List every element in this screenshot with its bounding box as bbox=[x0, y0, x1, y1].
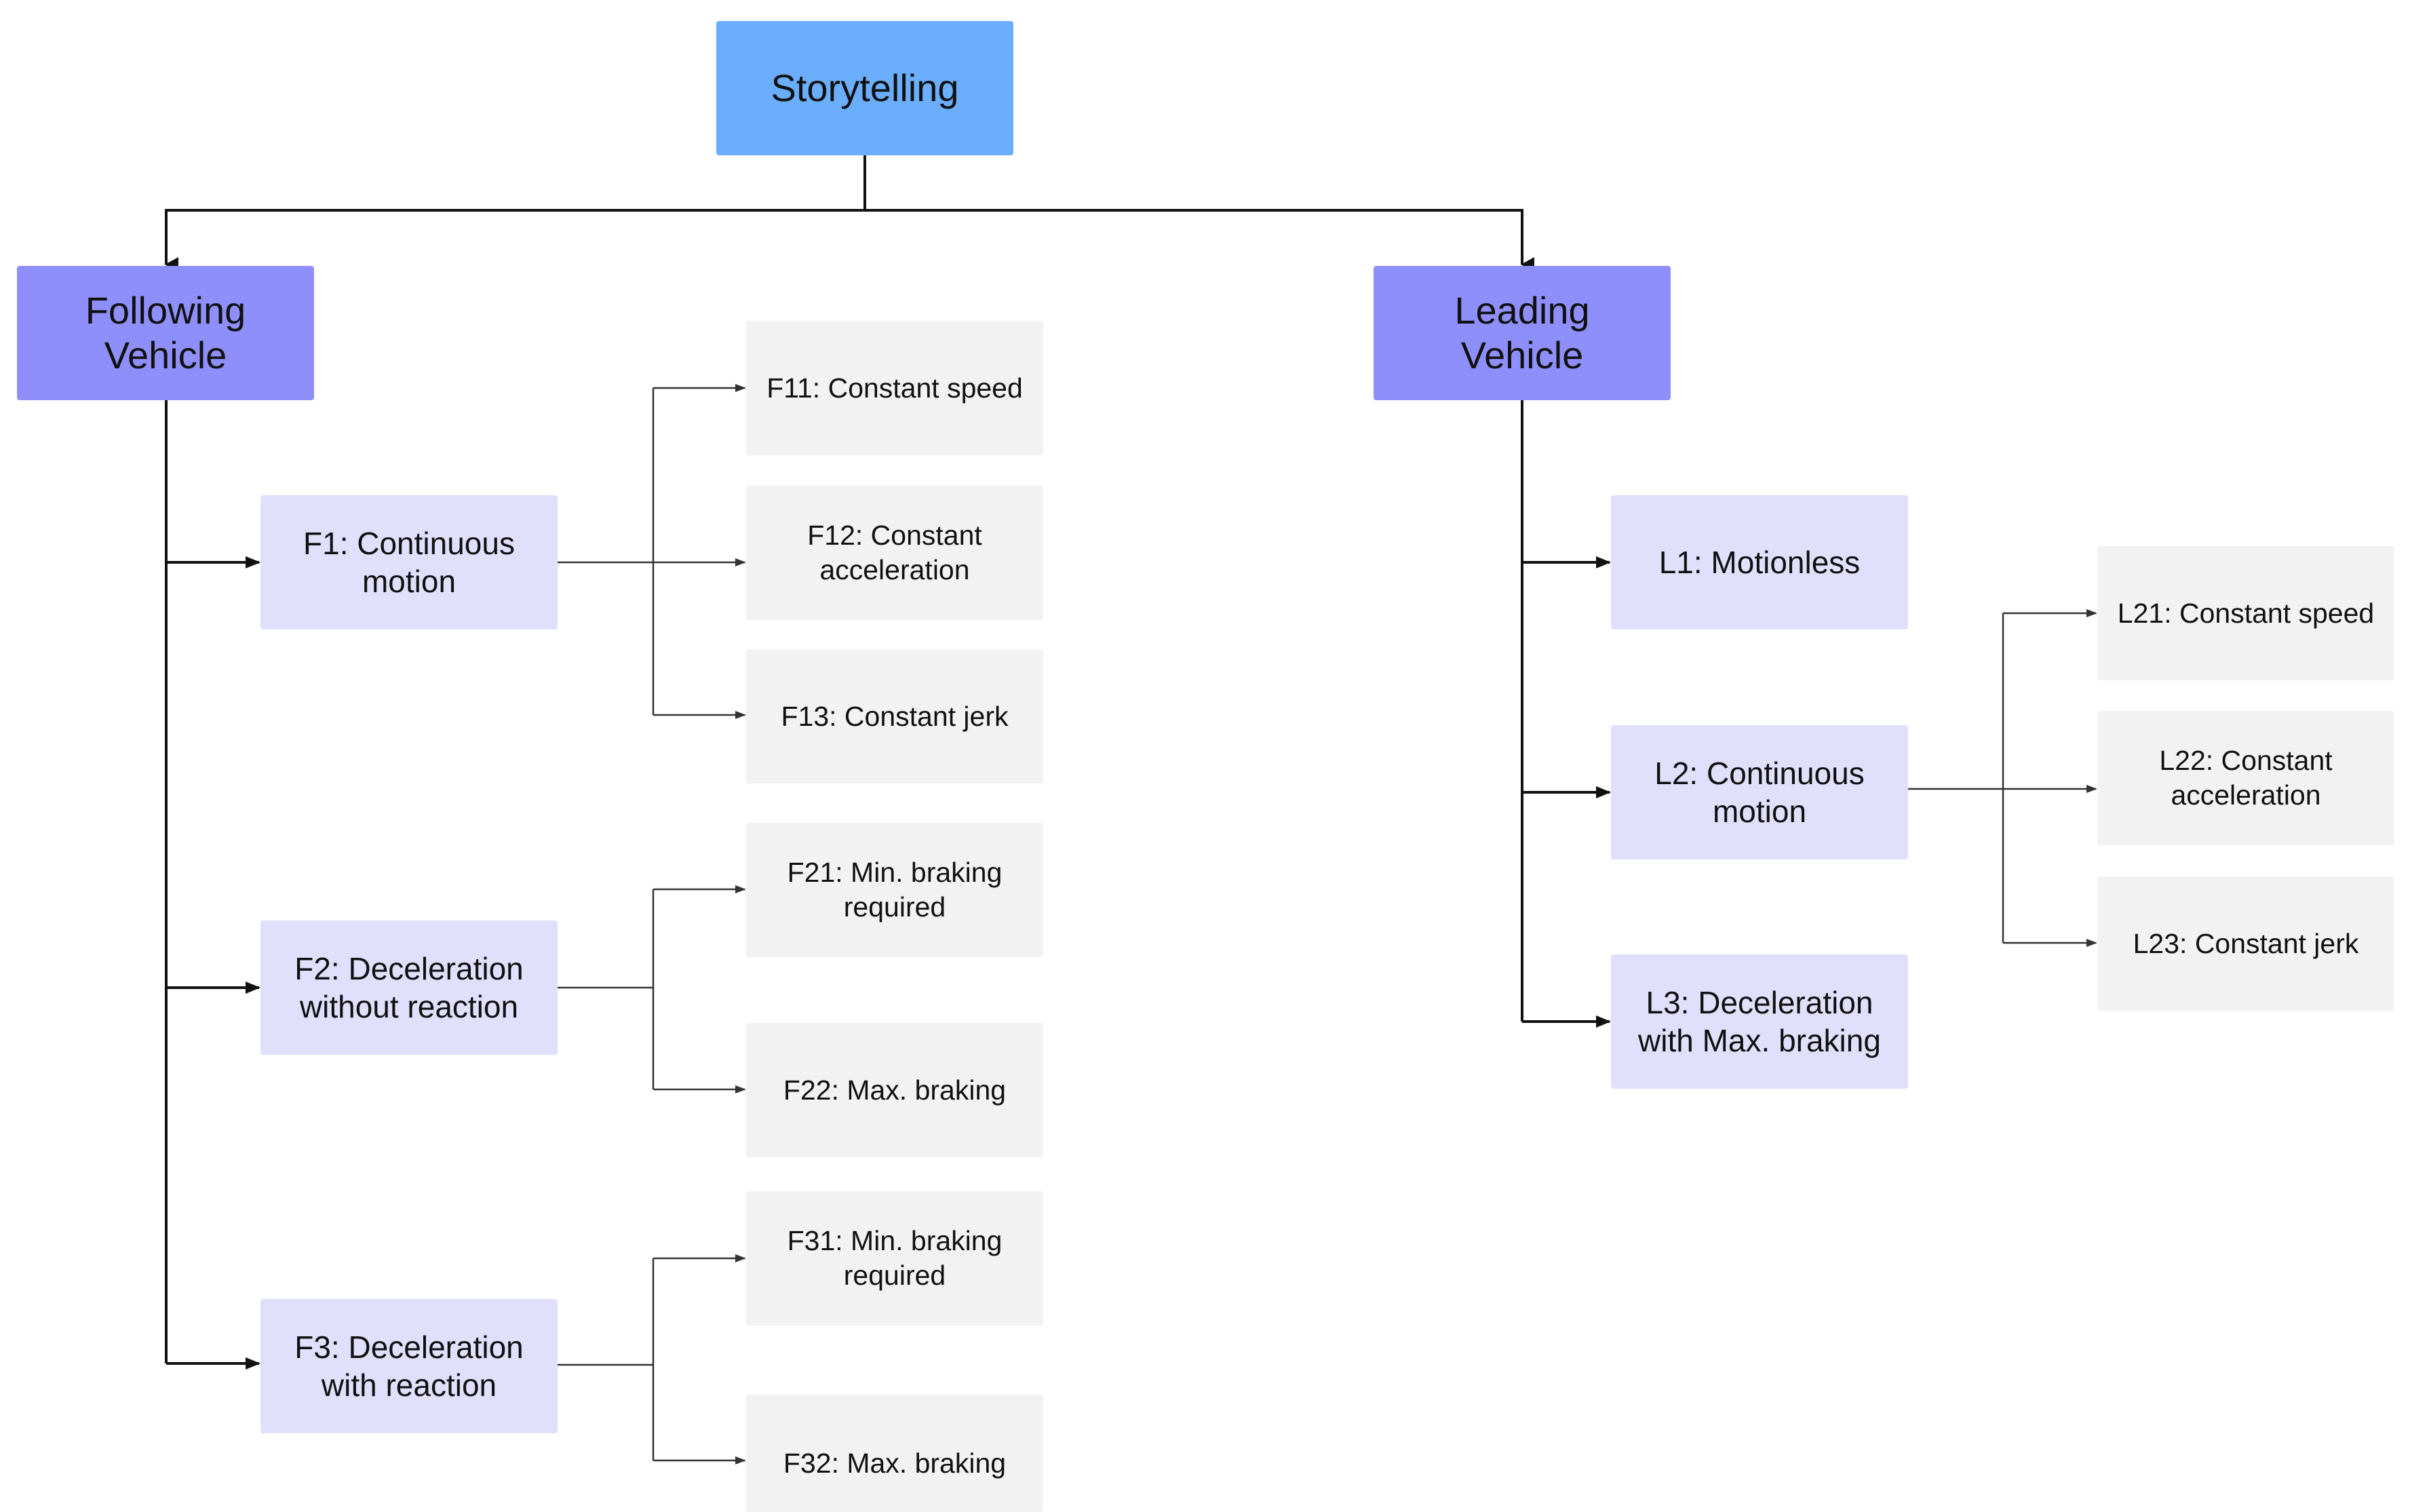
node-f1-label: F1: Continuous motion bbox=[303, 526, 515, 599]
node-f12-constant-acceleration: F12: Constant acceleration bbox=[746, 486, 1043, 620]
node-f11-label: F11: Constant speed bbox=[766, 372, 1023, 404]
node-storytelling-label: Storytelling bbox=[771, 66, 959, 109]
node-l2-label: L2: Continuous motion bbox=[1654, 756, 1865, 829]
f1-connector bbox=[558, 384, 746, 719]
node-f2-deceleration-without-reaction: F2: Deceleration without reaction bbox=[260, 920, 558, 1055]
node-following-vehicle: Following Vehicle bbox=[17, 266, 314, 400]
node-f3-label: F3: Deceleration with reaction bbox=[294, 1330, 524, 1403]
node-f21-min-braking-required: F21: Min. braking required bbox=[746, 823, 1043, 957]
node-l2-continuous-motion: L2: Continuous motion bbox=[1611, 725, 1908, 859]
node-l1-motionless: L1: Motionless bbox=[1611, 495, 1908, 629]
node-f12-label: F12: Constant acceleration bbox=[807, 520, 982, 585]
f3-connector bbox=[558, 1254, 746, 1465]
node-f11-constant-speed: F11: Constant speed bbox=[746, 321, 1043, 455]
node-f32-max-braking: F32: Max. braking bbox=[746, 1395, 1043, 1512]
node-f31-label: F31: Min. braking required bbox=[787, 1225, 1003, 1291]
node-leading-vehicle-label: Leading Vehicle bbox=[1454, 289, 1590, 376]
node-l3-label: L3: Deceleration with Max. braking bbox=[1638, 985, 1881, 1058]
node-f3-deceleration-with-reaction: F3: Deceleration with reaction bbox=[260, 1299, 558, 1433]
node-f22-label: F22: Max. braking bbox=[783, 1074, 1007, 1106]
node-f22-max-braking: F22: Max. braking bbox=[746, 1023, 1043, 1157]
l2-connector bbox=[1908, 609, 2097, 947]
node-l21-constant-speed: L21: Constant speed bbox=[2097, 546, 2394, 680]
node-l22-constant-acceleration: L22: Constant acceleration bbox=[2097, 711, 2394, 845]
node-l23-constant-jerk: L23: Constant jerk bbox=[2097, 876, 2394, 1011]
leading-trunk-connector bbox=[1521, 400, 1611, 1028]
node-l21-label: L21: Constant speed bbox=[2117, 597, 2375, 629]
node-f31-min-braking-required: F31: Min. braking required bbox=[746, 1191, 1043, 1325]
node-l3-deceleration-max-braking: L3: Deceleration with Max. braking bbox=[1611, 954, 1908, 1089]
node-leading-vehicle: Leading Vehicle bbox=[1374, 266, 1671, 400]
node-f32-label: F32: Max. braking bbox=[783, 1448, 1007, 1479]
following-trunk-connector bbox=[165, 400, 260, 1370]
node-following-vehicle-label: Following Vehicle bbox=[85, 289, 246, 376]
node-l1-label: L1: Motionless bbox=[1658, 545, 1861, 580]
node-storytelling: Storytelling bbox=[716, 21, 1013, 155]
node-f21-label: F21: Min. braking required bbox=[787, 857, 1003, 923]
node-f13-constant-jerk: F13: Constant jerk bbox=[746, 649, 1043, 783]
f2-connector bbox=[558, 885, 746, 1093]
node-f1-continuous-motion: F1: Continuous motion bbox=[260, 495, 558, 629]
root-connector bbox=[165, 155, 1534, 272]
node-l23-label: L23: Constant jerk bbox=[2133, 927, 2359, 959]
node-f13-label: F13: Constant jerk bbox=[781, 700, 1009, 732]
node-l22-label: L22: Constant acceleration bbox=[2159, 745, 2333, 811]
node-f2-label: F2: Deceleration without reaction bbox=[294, 951, 524, 1024]
